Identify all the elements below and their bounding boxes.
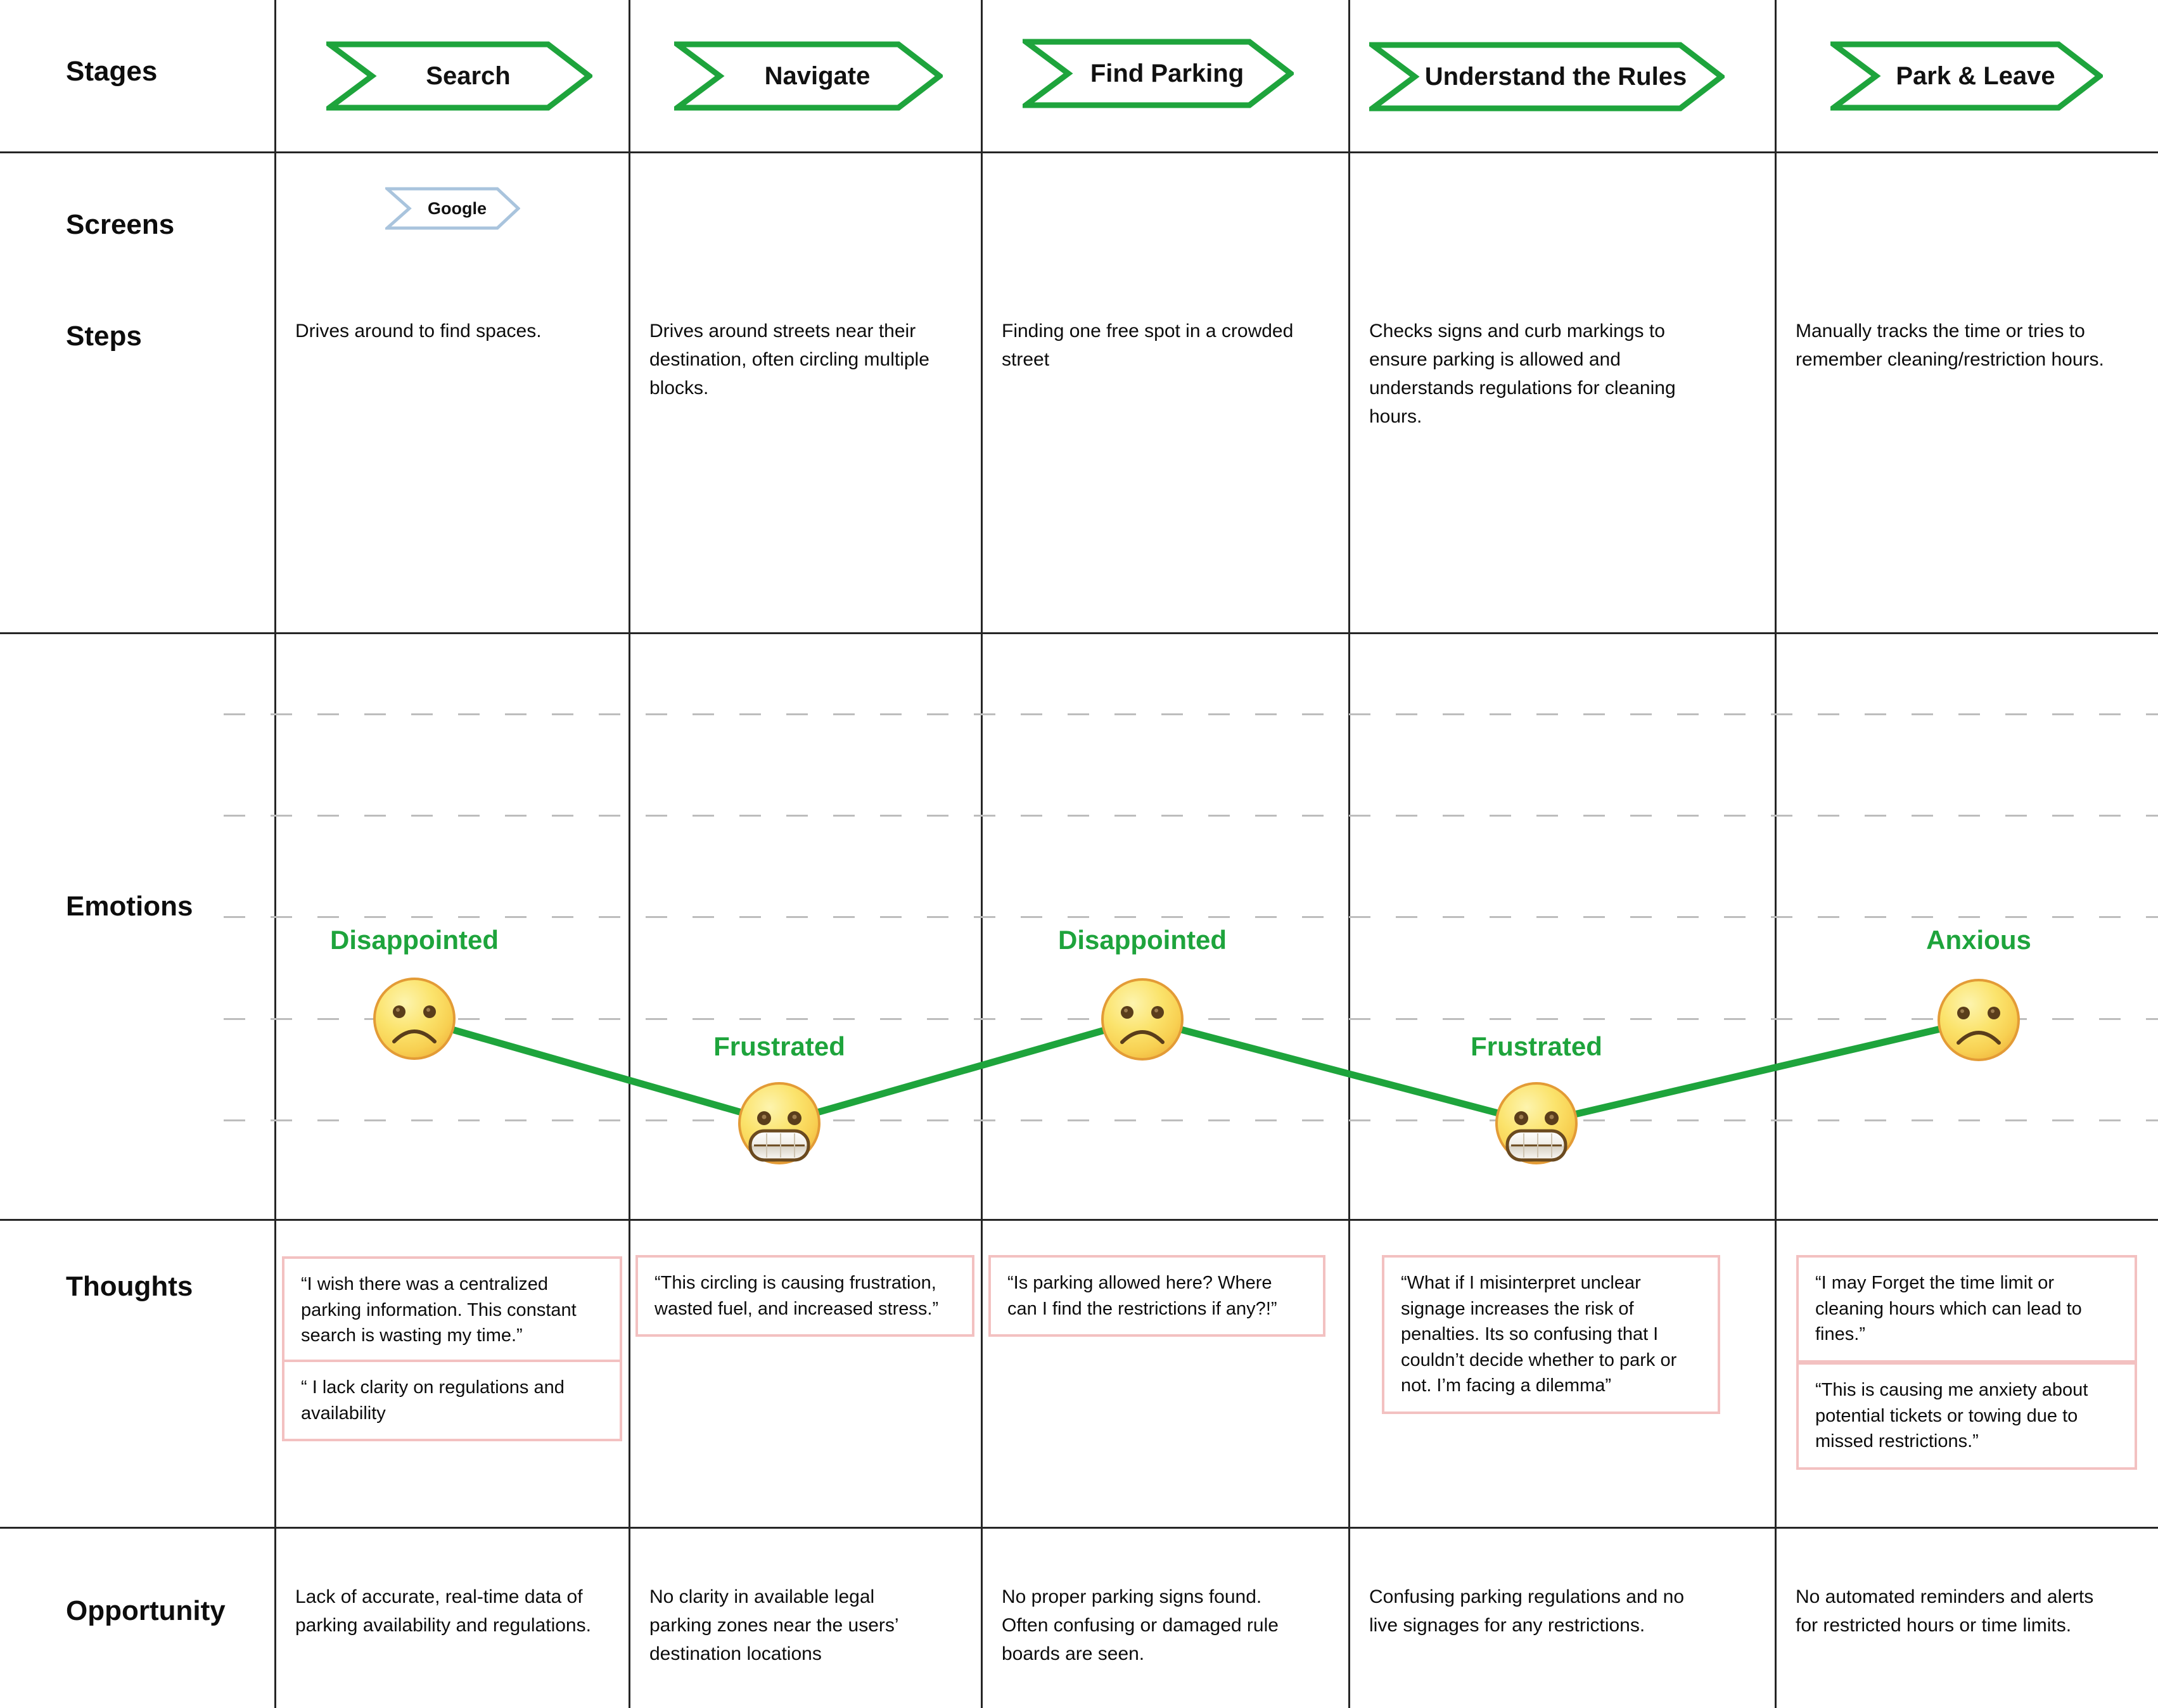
stage-label: Find Parking — [1090, 59, 1244, 87]
opportunity-text: No proper parking signs found. Often con… — [1002, 1586, 1279, 1664]
emotion-scale-gridline — [224, 815, 2158, 817]
thought-quote-box: “I wish there was a centralized parking … — [282, 1256, 622, 1364]
emotion-scale-gridline — [224, 713, 2158, 715]
step-text: Manually tracks the time or tries to rem… — [1796, 321, 2104, 370]
row-label-opportunity: Opportunity — [66, 1595, 226, 1626]
thought-quote-box: “This circling is causing frustration, w… — [635, 1255, 974, 1337]
thought-quote-box: “This is causing me anxiety about potent… — [1796, 1362, 2137, 1470]
chevron-arrow-icon — [1369, 42, 1725, 112]
stage-label: Understand the Rules — [1424, 62, 1687, 91]
stage-chevron-park-and-leave: Park & Leave — [1830, 41, 2103, 111]
row-divider — [0, 1527, 2158, 1529]
screen-badge-google: Google — [383, 187, 521, 230]
screen-badge-label: Google — [428, 198, 487, 218]
grimacing-face-emoji — [1495, 1082, 1578, 1164]
chevron-arrow-icon — [326, 41, 592, 111]
opportunity-text: No automated reminders and alerts for re… — [1796, 1586, 2094, 1636]
thought-quote-box: “ I lack clarity on regulations and avai… — [282, 1360, 622, 1442]
thought-quote-box: “I may Forget the time limit or cleaning… — [1796, 1255, 2137, 1363]
stage-chevron-navigate: Navigate — [674, 41, 943, 111]
emotion-label: Disappointed — [1057, 925, 1227, 955]
frowning-face-emoji — [1101, 978, 1184, 1061]
column-divider — [1348, 0, 1350, 1708]
step-text: Checks signs and curb markings to ensure… — [1369, 321, 1676, 427]
chevron-arrow-icon — [1830, 41, 2103, 111]
emotion-scale-gridline — [224, 1018, 2158, 1020]
step-text: Drives around streets near their destina… — [649, 321, 929, 398]
thought-quote-box: “Is parking allowed here? Where can I fi… — [988, 1255, 1325, 1337]
stage-label: Park & Leave — [1896, 61, 2055, 90]
opportunity-text: No clarity in available legal parking zo… — [649, 1586, 898, 1664]
column-divider — [981, 0, 983, 1708]
row-label-thoughts: Thoughts — [66, 1271, 193, 1302]
opportunity-text: Confusing parking regulations and no liv… — [1369, 1586, 1685, 1636]
emotion-label: Anxious — [1926, 925, 2031, 955]
grimacing-face-emoji — [738, 1082, 820, 1164]
row-divider — [0, 151, 2158, 153]
chevron-arrow-icon — [1023, 39, 1294, 108]
stage-label: Search — [426, 61, 511, 90]
emotion-label: Disappointed — [329, 925, 499, 955]
emotion-scale-gridline — [224, 916, 2158, 918]
step-text: Drives around to find spaces. — [295, 321, 542, 341]
row-label-stages: Stages — [66, 56, 158, 87]
stage-chevron-understand-the-rules: Understand the Rules — [1369, 42, 1725, 112]
frowning-face-emoji — [373, 978, 456, 1060]
row-divider — [0, 1219, 2158, 1221]
opportunity-text: Lack of accurate, real-time data of park… — [295, 1586, 591, 1636]
chevron-arrow-icon — [674, 41, 943, 111]
emotion-label: Frustrated — [713, 1031, 845, 1061]
thought-quote-box: “What if I misinterpret unclear signage … — [1382, 1255, 1720, 1414]
step-text: Finding one free spot in a crowded stree… — [1002, 321, 1294, 370]
frowning-face-emoji — [1938, 979, 2020, 1061]
row-label-screens: Screens — [66, 209, 175, 240]
column-divider — [274, 0, 276, 1708]
emotion-scale-gridline — [224, 1119, 2158, 1121]
emotion-label: Frustrated — [1471, 1031, 1602, 1061]
row-label-steps: Steps — [66, 321, 142, 352]
row-divider — [0, 632, 2158, 634]
row-label-emotions: Emotions — [66, 891, 193, 922]
stage-chevron-find-parking: Find Parking — [1023, 39, 1294, 108]
stage-chevron-search: Search — [326, 41, 592, 111]
stage-label: Navigate — [764, 61, 871, 90]
column-divider — [629, 0, 630, 1708]
chevron-badge-icon — [383, 187, 521, 230]
column-divider — [1775, 0, 1777, 1708]
